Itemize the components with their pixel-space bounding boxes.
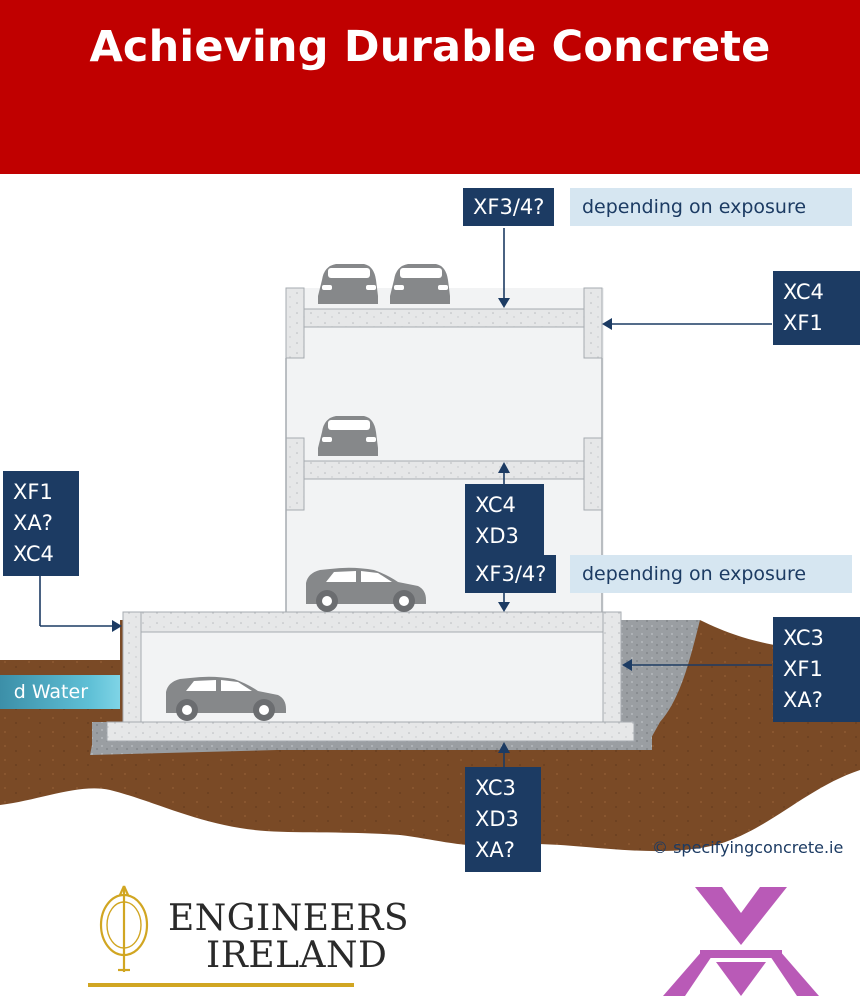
engineers-ireland-underline [88,983,354,987]
basement-wall-right [602,611,622,725]
top-wall-exposure-classes: XC4 XF1 [773,271,860,345]
roof-exposure-note: depending on exposure [570,188,852,226]
title-banner: Achieving Durable Concrete [0,0,860,174]
engineers-ireland-emblem-icon [99,885,149,972]
car-side-icon [306,567,426,612]
exposure-class: XF1 [783,657,823,681]
foundation-exposure-classes: XC3 XD3 XA? [465,767,541,872]
exposure-class: XC3 [783,626,824,650]
first-floor-slab [303,460,585,480]
left-exposure-classes: XF1 XA? XC4 [3,471,79,576]
car-front-icon [390,264,450,304]
groundwater-label: d Water [0,675,120,709]
ground-slab-exposure-note: depending on exposure [570,555,852,593]
page-title: Achieving Durable Concrete [89,22,771,72]
ground-slab [122,611,622,633]
exposure-class: XD3 [475,524,519,548]
partner-logo-icon [663,887,819,996]
below-ground-exposure-classes: XC3 XF1 XA? [773,617,860,722]
engineers-ireland-wordmark-line1: ENGINEERS [168,898,410,939]
exposure-class: XC4 [13,542,54,566]
ground-slab-exposure-class: XF3/4? [465,555,557,593]
pointer-arrows [39,228,772,767]
exposure-class: XF1 [783,311,823,335]
exposure-class: XA? [13,511,53,535]
exposure-class: XC3 [475,776,516,800]
foundation-slab [106,721,635,742]
car-front-icon [318,416,378,456]
basement-wall-left [122,611,142,725]
source-credit: © specifyingconcrete.ie [652,838,844,857]
mid-slab-exposure-classes: XC4 XD3 [465,484,544,558]
engineers-ireland-wordmark-line2: IRELAND [206,935,388,976]
car-front-icon [318,264,378,304]
exposure-class: XC4 [783,280,824,304]
roof-slab [303,308,585,328]
exposure-class: XC4 [475,493,516,517]
exposure-class: XF1 [13,480,53,504]
roof-exposure-class: XF3/4? [463,188,555,226]
exposure-class: XA? [783,688,823,712]
exposure-class: XD3 [475,807,519,831]
car-side-icon [166,676,286,721]
exposure-class: XA? [475,838,515,862]
